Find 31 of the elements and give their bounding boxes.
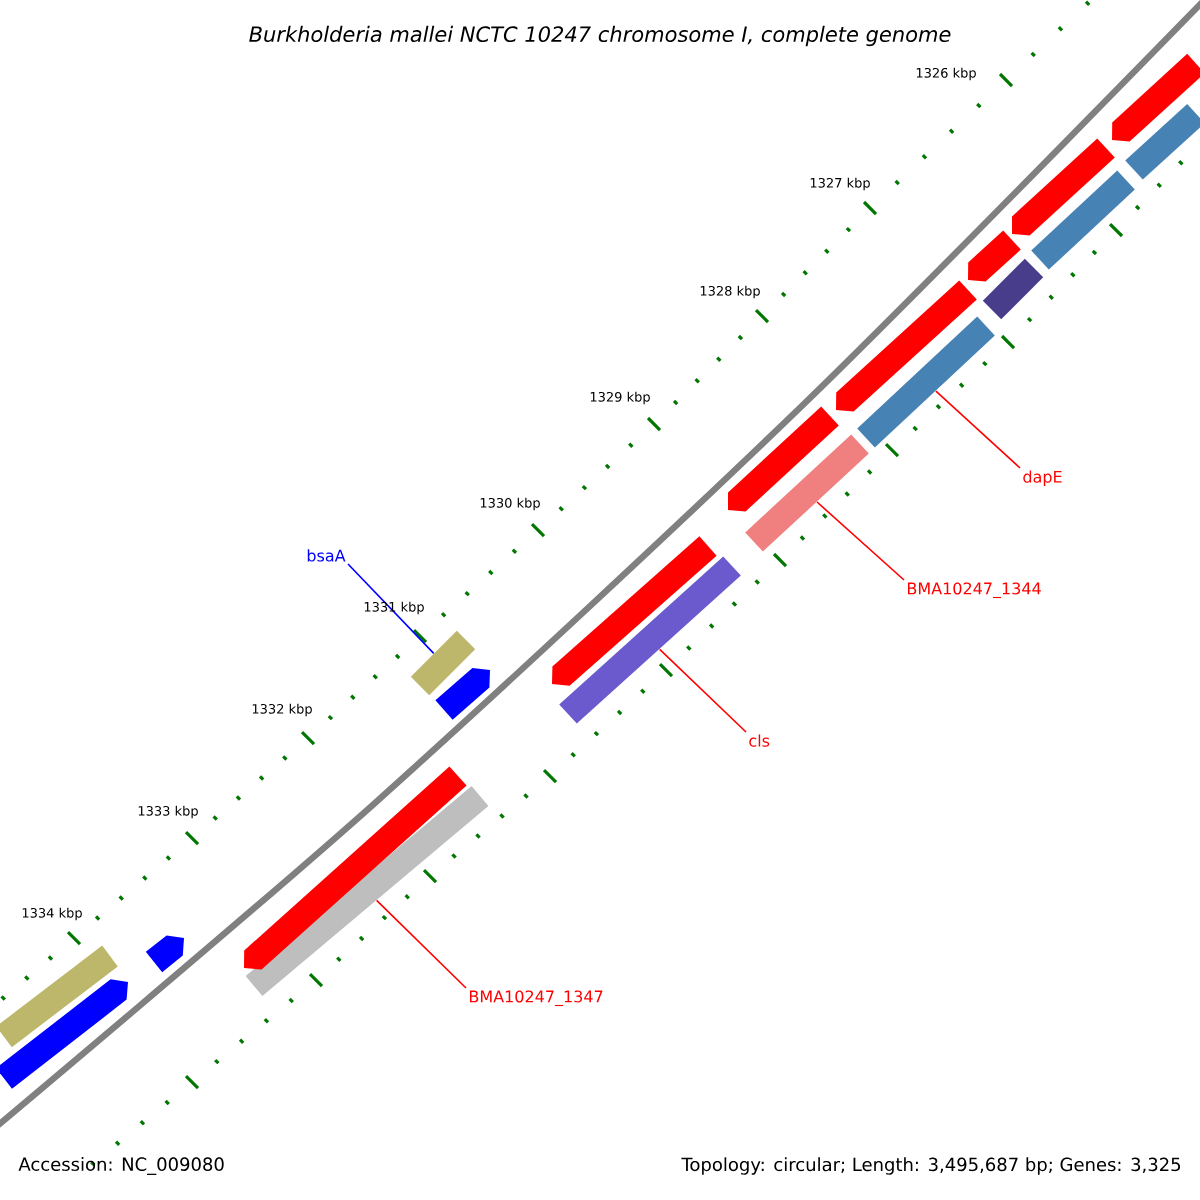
gene-bar bbox=[559, 556, 741, 724]
gene-label: bsaA bbox=[307, 549, 346, 562]
leader-line bbox=[658, 648, 747, 733]
gene-bar bbox=[745, 434, 869, 552]
leader-line bbox=[816, 501, 905, 581]
gene-bar bbox=[857, 316, 995, 448]
title: Burkholderia mallei NCTC 10247 chromosome I, complete genome bbox=[249, 25, 951, 47]
gene-bar bbox=[0, 945, 118, 1048]
gene-bar bbox=[1112, 53, 1200, 142]
gene-bar bbox=[435, 668, 490, 720]
gene-bar bbox=[1012, 138, 1115, 236]
leader-line bbox=[347, 563, 435, 655]
gene-bar bbox=[244, 766, 467, 970]
gene-bar bbox=[728, 406, 839, 512]
gene-label: BMA10247_1347 bbox=[469, 990, 603, 1007]
gene-bar bbox=[1031, 170, 1135, 270]
gene-bar bbox=[968, 230, 1021, 282]
gene-label: dapE bbox=[1023, 470, 1062, 486]
accession-text: Accession: NC_009080 bbox=[18, 1157, 224, 1175]
gene-bar bbox=[410, 630, 476, 696]
leader-line bbox=[935, 390, 1021, 469]
gene-bar bbox=[1125, 104, 1200, 180]
gene-label: cls bbox=[749, 734, 770, 747]
leader-line bbox=[375, 899, 467, 989]
gene-bar bbox=[836, 280, 977, 412]
gene-bar bbox=[552, 536, 717, 686]
gene-bar bbox=[0, 979, 128, 1089]
gene-bar bbox=[145, 935, 184, 973]
gene-bar bbox=[982, 258, 1044, 320]
gene-label: BMA10247_1344 bbox=[908, 582, 1041, 599]
genome-info-text: Topology: circular; Length: 3,495,687 bp; Genes: 3,325 bbox=[681, 1157, 1181, 1175]
